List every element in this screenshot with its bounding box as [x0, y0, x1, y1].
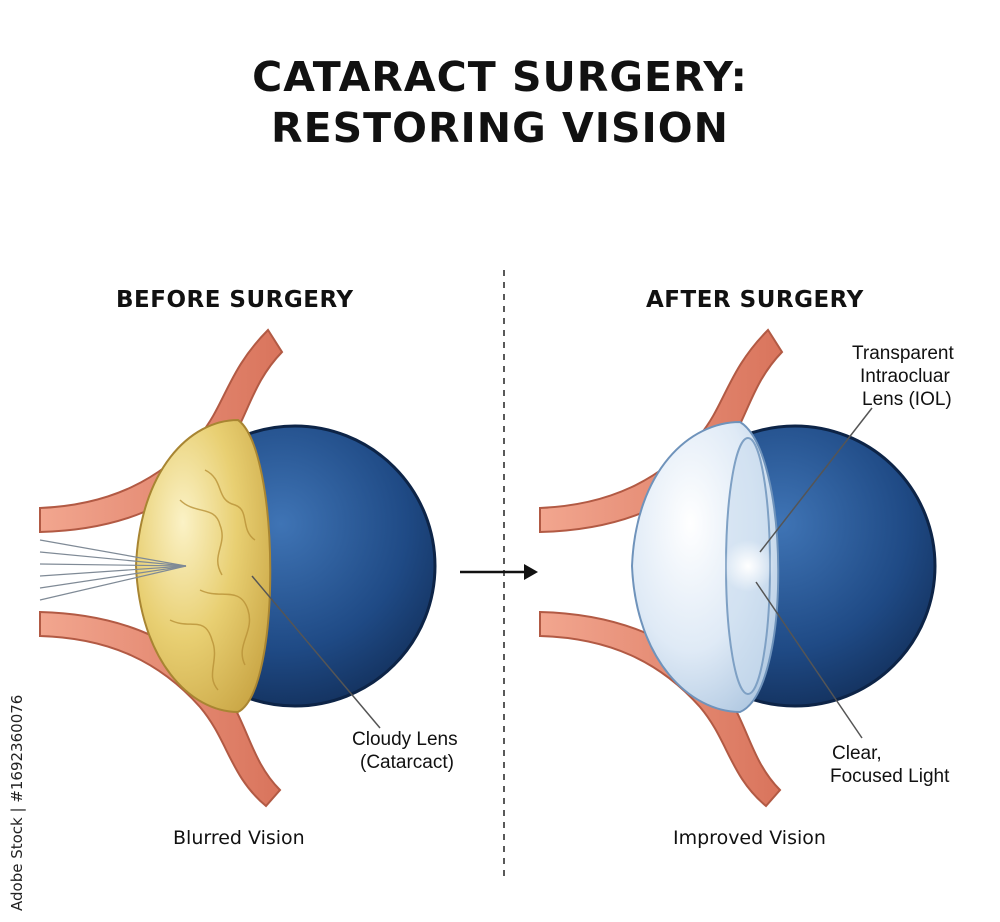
- arrow-icon: [460, 564, 538, 580]
- before-caption: Blurred Vision: [173, 827, 305, 849]
- stock-id-watermark: Adobe Stock | #1692360076: [6, 673, 30, 913]
- after-caption: Improved Vision: [673, 827, 826, 849]
- title-line-2: RESTORING VISION: [271, 104, 729, 152]
- before-eye: [39, 328, 437, 808]
- focused-light-label-line-2: Focused Light: [830, 766, 950, 787]
- cloudy-lens-label-line-1: Cloudy Lens: [352, 729, 458, 750]
- iol-leader: [759, 407, 873, 553]
- focused-light-label-line-1: Clear,: [832, 743, 882, 764]
- iol-label-line-1: Transparent: [852, 343, 954, 364]
- cloudy-lens-leader: [251, 575, 381, 729]
- before-light-rays: [39, 539, 187, 601]
- iol-label-line-2: Intraocluar: [860, 366, 950, 387]
- title-line-1: CATARACT SURGERY:: [252, 53, 748, 101]
- iol-label-line-3: Lens (IOL): [862, 389, 952, 410]
- after-eye: [539, 328, 937, 808]
- after-heading: AFTER SURGERY: [646, 287, 864, 313]
- before-heading: BEFORE SURGERY: [116, 287, 354, 313]
- focused-light-glow: [722, 540, 774, 592]
- stock-id-text: Adobe Stock | #1692360076: [8, 694, 26, 911]
- focused-light-leader: [755, 581, 863, 739]
- cloudy-texture: [169, 469, 256, 691]
- cloudy-lens-label-line-2: (Catarcact): [360, 752, 454, 773]
- before-cloudy-lens: [134, 418, 272, 714]
